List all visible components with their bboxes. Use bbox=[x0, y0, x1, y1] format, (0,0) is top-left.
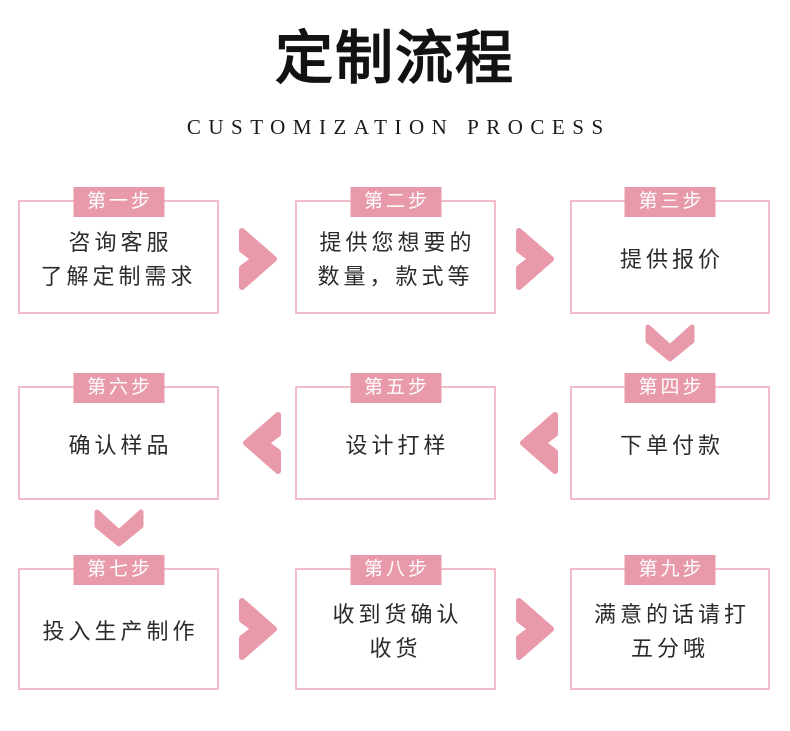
step-badge-2: 第二步 bbox=[349, 187, 442, 217]
step-text-8: 收到货确认 收货 bbox=[332, 602, 463, 661]
page-title: 定制流程 bbox=[274, 26, 515, 91]
step-text-4: 下单付款 bbox=[619, 433, 724, 458]
step-text-2: 提供您想要的 数量，款式等 bbox=[317, 230, 476, 289]
step-box-1[interactable]: 第一步 咨询客服 了解定制需求 bbox=[18, 187, 219, 314]
arrow-step4-to-step5 bbox=[515, 412, 559, 474]
step-box-8[interactable]: 第八步 收到货确认 收货 bbox=[295, 555, 496, 690]
arrow-step2-to-step3 bbox=[515, 228, 559, 290]
arrow-step8-to-step9 bbox=[515, 598, 559, 660]
step-text-7: 投入生产制作 bbox=[42, 619, 199, 644]
step-badge-9: 第九步 bbox=[624, 555, 716, 585]
step-text-3: 提供报价 bbox=[619, 247, 724, 272]
step-text-5: 设计打样 bbox=[345, 433, 450, 458]
step-text-9: 满意的话请打 五分哦 bbox=[593, 602, 750, 661]
step-badge-5: 第五步 bbox=[349, 373, 442, 403]
step-badge-3: 第三步 bbox=[624, 187, 716, 217]
step-box-4[interactable]: 第四步 下单付款 bbox=[570, 373, 770, 500]
step-badge-1: 第一步 bbox=[72, 187, 165, 217]
page-subtitle: CUSTOMIZATION PROCESS bbox=[186, 115, 611, 139]
step-badge-6: 第六步 bbox=[72, 373, 165, 403]
step-box-5[interactable]: 第五步 设计打样 bbox=[295, 373, 496, 500]
step-box-3[interactable]: 第三步 提供报价 bbox=[570, 187, 770, 314]
step-badge-7: 第七步 bbox=[72, 555, 165, 585]
step-badge-4: 第四步 bbox=[624, 373, 716, 403]
step-box-9[interactable]: 第九步 满意的话请打 五分哦 bbox=[570, 555, 770, 690]
arrow-step6-to-step7 bbox=[93, 508, 145, 548]
step-badge-8: 第八步 bbox=[349, 555, 442, 585]
step-text-1: 咨询客服 了解定制需求 bbox=[40, 230, 197, 289]
step-text-6: 确认样品 bbox=[68, 433, 173, 458]
arrow-step7-to-step8 bbox=[238, 598, 282, 660]
arrow-step3-to-step4 bbox=[644, 323, 696, 363]
step-box-6[interactable]: 第六步 确认样品 bbox=[18, 373, 219, 500]
step-box-7[interactable]: 第七步 投入生产制作 bbox=[18, 555, 219, 690]
arrow-step1-to-step2 bbox=[238, 228, 282, 290]
arrow-step5-to-step6 bbox=[238, 412, 282, 474]
step-box-2[interactable]: 第二步 提供您想要的 数量，款式等 bbox=[295, 187, 496, 314]
